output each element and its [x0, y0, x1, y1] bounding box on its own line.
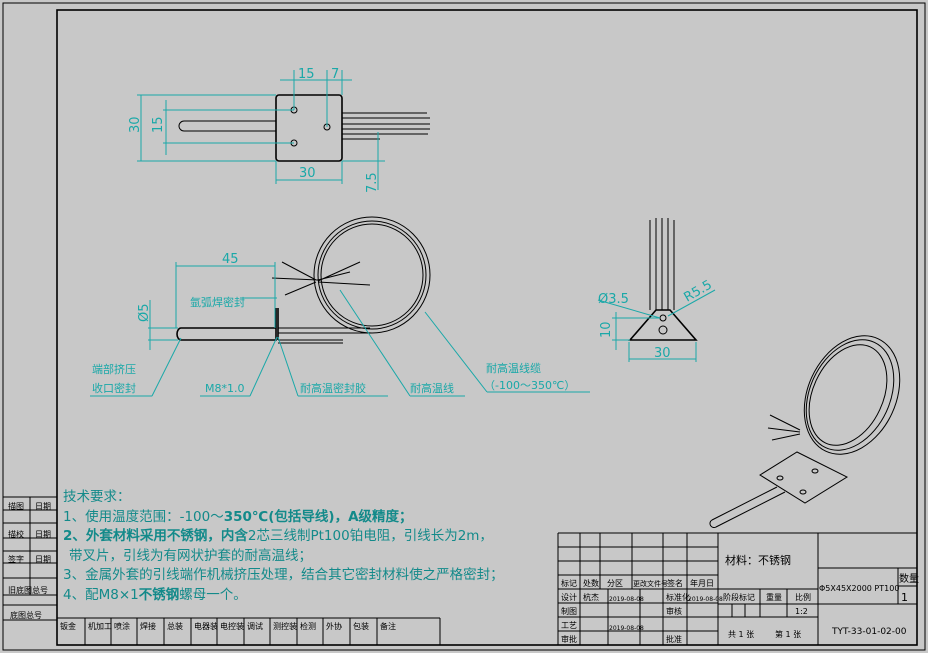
- stage-label: 阶段标记: [723, 592, 755, 602]
- process-cell-label: 备注: [380, 621, 396, 631]
- drawing-number: TYT-33-01-02-00: [831, 627, 907, 637]
- process-cell-label: 外协: [326, 621, 342, 631]
- label-wire: 耐高温线: [410, 381, 454, 395]
- label-end-seal: 收口密封: [92, 381, 136, 395]
- note-text-bold: 2、外套材料采用不锈钢，内含: [63, 528, 248, 544]
- process-cell-label: 包装: [353, 621, 369, 631]
- process-cell-label: 总装: [167, 621, 183, 631]
- process-cell-label: 电控装: [220, 621, 244, 631]
- label-trace-check: 描校: [8, 529, 24, 539]
- dim-30-horizontal: 30: [299, 166, 316, 181]
- label-date: 日期: [35, 502, 51, 511]
- approval-label: 审批: [561, 634, 577, 644]
- dim-radius-5-5: R5.5: [682, 278, 715, 306]
- scale-value: 1:2: [795, 607, 808, 616]
- material-label: 材料：不锈钢: [725, 553, 791, 567]
- note-2: 2、外套材料采用不锈钢，内含2芯三线制Pt100铂电阻，引线长为2m，: [63, 527, 504, 547]
- label-thread-m8: M8*1.0: [205, 382, 244, 395]
- label-end-crimp: 端部挤压: [92, 362, 136, 376]
- label-cable-range: （-100～350℃）: [484, 379, 575, 392]
- note-4: 4、配M8×1不锈钢螺母一个。: [63, 586, 504, 606]
- std-date: 2019-08-08: [688, 596, 723, 603]
- note-text-bold: 不锈钢: [138, 586, 180, 603]
- designer-name: 杭杰: [583, 592, 599, 602]
- rev-header: 更改文件号: [633, 579, 668, 588]
- rev-header: 标记: [561, 578, 577, 588]
- scale-label: 比例: [795, 592, 811, 602]
- dim-15-vertical: 15: [151, 116, 166, 133]
- process-cell-label: 检测: [300, 621, 316, 631]
- sheet-number: 第 1 张: [775, 629, 801, 639]
- front-view: Ø5 45 氩弧焊密封 端部挤压 收口密封 M8*1.0 耐高温密封胶 耐高温线…: [90, 216, 590, 397]
- process-cell-label: 电器装: [194, 621, 218, 631]
- review-label: 审核: [666, 606, 682, 616]
- label-trace: 描图: [8, 501, 24, 511]
- standardization-label: 标准化: [666, 592, 690, 602]
- side-view: Ø3.5 R5.5 10 30: [597, 218, 716, 362]
- left-column-table: 描图 日期 描校 日期 签字 日期 旧底图总号 底图总号: [3, 496, 57, 621]
- qty-value: 1: [901, 591, 908, 604]
- dim-7: 7: [331, 67, 339, 82]
- rev-header: 签名: [667, 578, 683, 588]
- label-base-no: 底图总号: [10, 610, 42, 620]
- notes-title: 技术要求：: [63, 489, 131, 505]
- approve-label: 批准: [666, 634, 682, 644]
- note-text: 1、使用温度范围：-100～: [63, 508, 224, 525]
- isometric-view: [709, 335, 901, 528]
- inner-frame: [56, 9, 918, 646]
- label-cable: 耐高温线缆: [486, 361, 541, 375]
- label-date: 日期: [35, 555, 51, 564]
- draw-label: 制图: [561, 606, 577, 616]
- label-sign: 签字: [8, 554, 24, 564]
- weight-label: 重量: [766, 592, 782, 602]
- spec-label: Φ5X45X2000 PT100: [819, 584, 899, 593]
- dim-30: 30: [654, 346, 671, 361]
- rev-header: 年月日: [690, 578, 714, 588]
- note-2-cont: 带叉片，引线为有网状护套的耐高温线；: [69, 547, 312, 564]
- dim-45: 45: [222, 252, 239, 267]
- note-text-bold: 350℃(包括导线)，A级精度；: [223, 508, 413, 525]
- title-block: 材料：不锈钢 Φ5X45X2000 PT100 数量 1 TYT-33-01-0…: [557, 532, 919, 645]
- process-cell-label: 钣金: [60, 621, 76, 631]
- process-cell-label: 调试: [247, 621, 263, 631]
- qty-label: 数量: [899, 572, 919, 585]
- note-3: 3、金属外套的引线端作机械挤压处理，结合其它密封材料使之严格密封；: [63, 567, 504, 583]
- note-text: 螺母一个。: [179, 586, 247, 603]
- process-cell-label: 机加工: [88, 621, 112, 631]
- process-label: 工艺: [561, 621, 577, 630]
- note-1: 1、使用温度范围：-100～350℃(包括导线)，A级精度；: [63, 508, 504, 528]
- label-sealant: 耐高温密封胶: [300, 381, 366, 395]
- dim-diameter-5: Ø5: [137, 303, 152, 322]
- dim-diameter-3-5: Ø3.5: [598, 292, 629, 307]
- top-view: 15 7 30 15 30 7.5: [128, 67, 430, 193]
- note-text: 4、配M8×1: [63, 586, 139, 603]
- process-cell-label: 喷涂: [114, 621, 130, 631]
- label-old-base-no: 旧底图总号: [8, 585, 48, 595]
- process-row: 钣金 机加工喷涂焊接 总装 电器装电控装调试测控装检测外协 包装 备注: [56, 617, 441, 645]
- sheets-total: 共 1 张: [728, 630, 754, 639]
- rev-header: 分区: [607, 579, 623, 588]
- process-date: 2019-08-08: [609, 625, 644, 632]
- design-date: 2019-08-08: [609, 596, 644, 603]
- note-text: 2芯三线制Pt100铂电阻，引线长为2m，: [247, 528, 493, 544]
- dim-30-vertical: 30: [128, 116, 143, 133]
- technical-requirements: 技术要求： 1、使用温度范围：-100～350℃(包括导线)，A级精度； 2、外…: [63, 488, 504, 605]
- process-cell-label: 测控装: [273, 621, 297, 631]
- rev-header: 处数: [583, 578, 599, 588]
- design-label: 设计: [561, 592, 577, 602]
- label-argon-weld: 氩弧焊密封: [190, 295, 245, 309]
- dim-7-5: 7.5: [365, 172, 380, 193]
- dim-15: 15: [298, 67, 315, 82]
- process-cell-label: 焊接: [140, 621, 156, 631]
- label-date: 日期: [35, 530, 51, 539]
- dim-10: 10: [599, 321, 614, 338]
